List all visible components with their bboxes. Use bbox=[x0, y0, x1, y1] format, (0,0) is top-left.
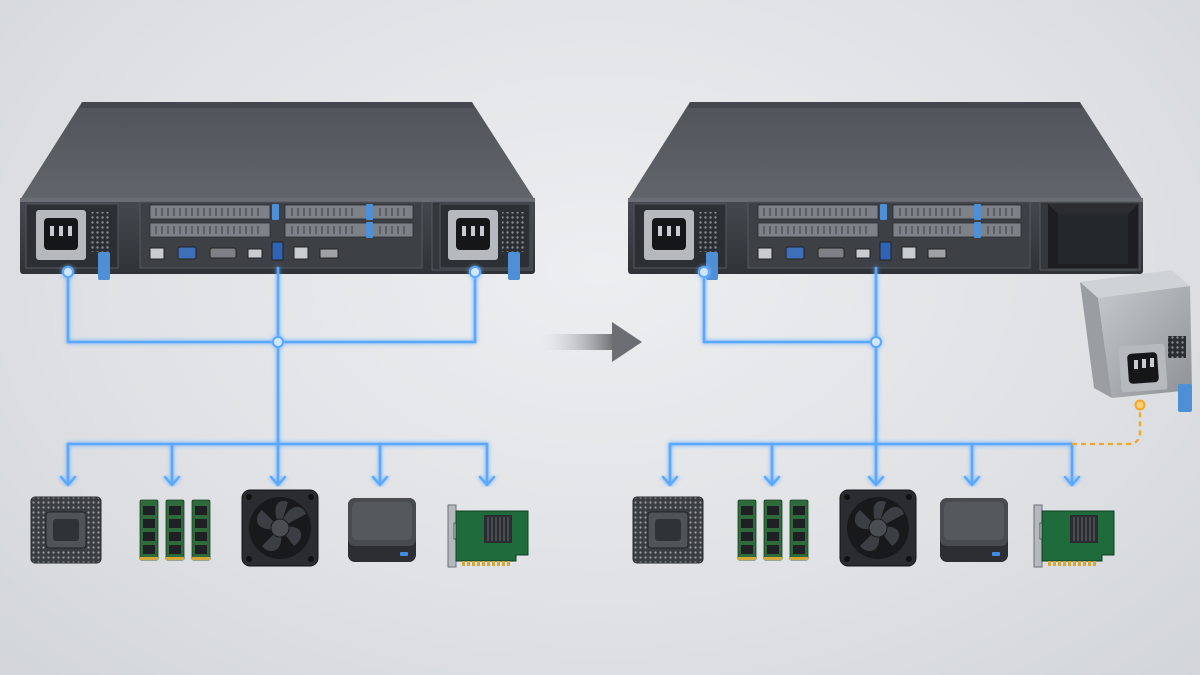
power-path-after bbox=[668, 266, 1074, 484]
power-nodes-after bbox=[698, 266, 882, 348]
memory-module-icon bbox=[737, 499, 809, 561]
disconnected-psu-path bbox=[1072, 399, 1146, 446]
down-arrows-after bbox=[661, 475, 1081, 487]
psu-latch-right bbox=[508, 252, 520, 280]
power-nodes-before bbox=[62, 266, 481, 348]
cpu-chip-icon bbox=[30, 496, 102, 564]
components-after bbox=[632, 489, 1115, 568]
cooling-fan-icon bbox=[839, 489, 917, 567]
storage-drive-icon bbox=[348, 498, 416, 562]
removed-psu-module bbox=[1080, 270, 1192, 412]
memory-module-icon bbox=[139, 499, 211, 561]
power-path-before bbox=[66, 266, 489, 484]
storage-drive-icon bbox=[940, 498, 1008, 562]
components-before bbox=[30, 489, 529, 568]
server-after bbox=[627, 101, 1144, 280]
cpu-chip-icon bbox=[632, 496, 704, 564]
psu-latch-removed bbox=[1178, 384, 1192, 412]
server-before bbox=[19, 101, 536, 280]
transition-arrow bbox=[540, 322, 642, 362]
psu-latch-left bbox=[98, 252, 110, 280]
pcie-card-icon bbox=[447, 504, 529, 568]
cooling-fan-icon bbox=[241, 489, 319, 567]
pcie-card-icon bbox=[1033, 504, 1115, 568]
